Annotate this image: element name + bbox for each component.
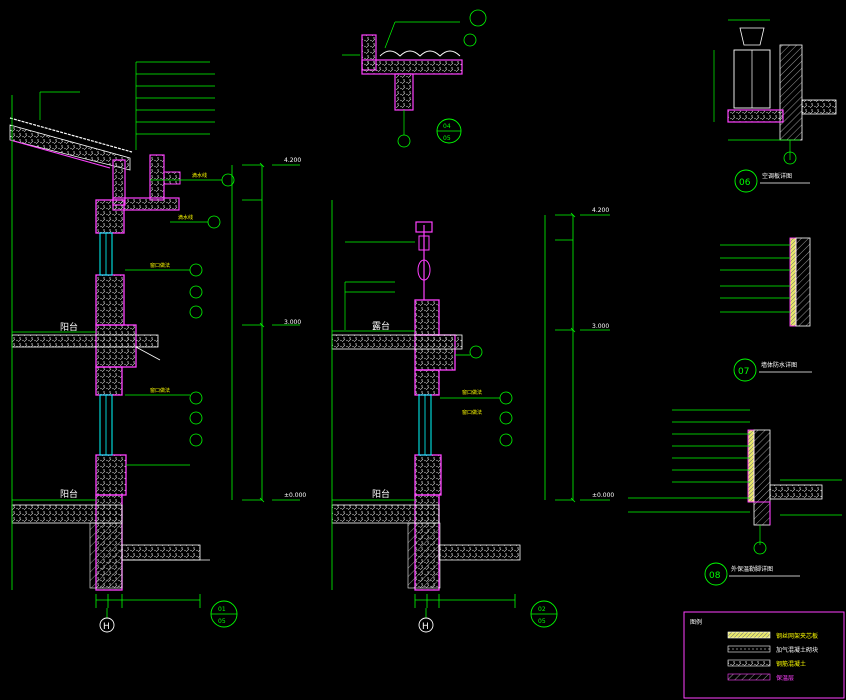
callout-window-1: 窗口做法 bbox=[150, 262, 170, 269]
callout-drip-1: 滴水线 bbox=[192, 172, 207, 179]
axis-label-s1: H bbox=[103, 622, 110, 632]
svg-text:01: 01 bbox=[218, 606, 226, 613]
elevation-s2-top: 4.200 bbox=[592, 207, 609, 214]
detail-08-number: 08 bbox=[709, 571, 721, 581]
bottom-dims-s2 bbox=[414, 594, 516, 618]
elevation-s1-mid: 3.000 bbox=[284, 319, 301, 326]
sloped-roof bbox=[9, 117, 133, 171]
legend-label-2: 加气混凝土砌块 bbox=[776, 646, 818, 654]
elevation-s2-bottom: ±0.000 bbox=[592, 492, 614, 499]
svg-text:05: 05 bbox=[538, 618, 546, 625]
elevation-s1-top: 4.200 bbox=[284, 157, 301, 164]
detail-06-title: 空调板详图 bbox=[762, 172, 792, 180]
callouts-s1 bbox=[125, 173, 235, 466]
legend-label-3: 钢筋混凝土 bbox=[776, 660, 806, 668]
legend-swatch-1 bbox=[727, 631, 771, 639]
railing bbox=[415, 221, 433, 300]
callout-drip-2: 滴水线 bbox=[178, 214, 193, 221]
detail-tag-01: 01 05 bbox=[210, 600, 238, 628]
elevation-s1-bottom: ±0.000 bbox=[284, 492, 306, 499]
bottom-dims-s1 bbox=[95, 594, 201, 618]
floor-label-s1-upper: 阳台 bbox=[60, 321, 78, 333]
floor-label-s2-upper: 露台 bbox=[372, 320, 390, 332]
detail-04-number: 04 bbox=[443, 123, 451, 130]
legend-swatch-4 bbox=[727, 673, 771, 681]
legend: 图例 钢丝网架夹芯板 加气混凝土砌块 钢筋混凝土 保温层 bbox=[683, 611, 845, 699]
elevation-s2-mid: 3.000 bbox=[592, 323, 609, 330]
legend-swatch-3 bbox=[727, 659, 771, 667]
detail-07: 07 墙体防水详图 bbox=[720, 237, 812, 382]
floor-label-s1-lower: 阳台 bbox=[60, 488, 78, 500]
legend-label-1: 钢丝网架夹芯板 bbox=[776, 632, 818, 640]
axis-bubble-s2 bbox=[418, 617, 434, 633]
svg-text:02: 02 bbox=[538, 606, 546, 613]
detail-06-number: 06 bbox=[739, 178, 751, 188]
callout-window-2: 窗口做法 bbox=[150, 387, 170, 394]
gutter-parapet bbox=[112, 154, 181, 211]
detail-06: 06 空调板详图 bbox=[713, 19, 837, 193]
floor-slab-s2 bbox=[331, 330, 521, 589]
dimension-chain-s2 bbox=[544, 212, 610, 503]
detail-07-title: 墙体防水详图 bbox=[761, 361, 797, 369]
layer-notes-s1 bbox=[39, 61, 215, 150]
detail-07-number: 07 bbox=[738, 367, 749, 377]
detail-04: 04 05 bbox=[342, 9, 487, 148]
floor-slab-mid bbox=[11, 331, 161, 361]
legend-title: 图例 bbox=[690, 618, 702, 626]
detail-04-sheet: 05 bbox=[443, 135, 451, 142]
section-01: 阳台 阳台 4.200 3.000 ± bbox=[9, 61, 306, 633]
axis-label-s2: H bbox=[422, 622, 429, 632]
layer-notes-s2 bbox=[344, 241, 415, 330]
callouts-s2 bbox=[440, 345, 513, 447]
detail-tag-02: 02 05 bbox=[530, 600, 558, 628]
svg-text:05: 05 bbox=[218, 618, 226, 625]
callout-window-4: 窗口做法 bbox=[462, 409, 482, 416]
section-02: 露台 阳台 4.200 3.000 ±0.000 bbox=[331, 200, 614, 633]
ground-slab bbox=[11, 499, 210, 589]
detail-08: 08 外保温勒脚详图 bbox=[628, 409, 842, 586]
detail-08-title: 外保温勒脚详图 bbox=[731, 565, 773, 573]
legend-label-4: 保温层 bbox=[776, 674, 794, 682]
axis-bubble-s1 bbox=[99, 617, 115, 633]
floor-label-s2-lower: 阳台 bbox=[372, 488, 390, 500]
dimension-chain-s1 bbox=[231, 162, 265, 503]
callout-window-3: 窗口做法 bbox=[462, 389, 482, 396]
